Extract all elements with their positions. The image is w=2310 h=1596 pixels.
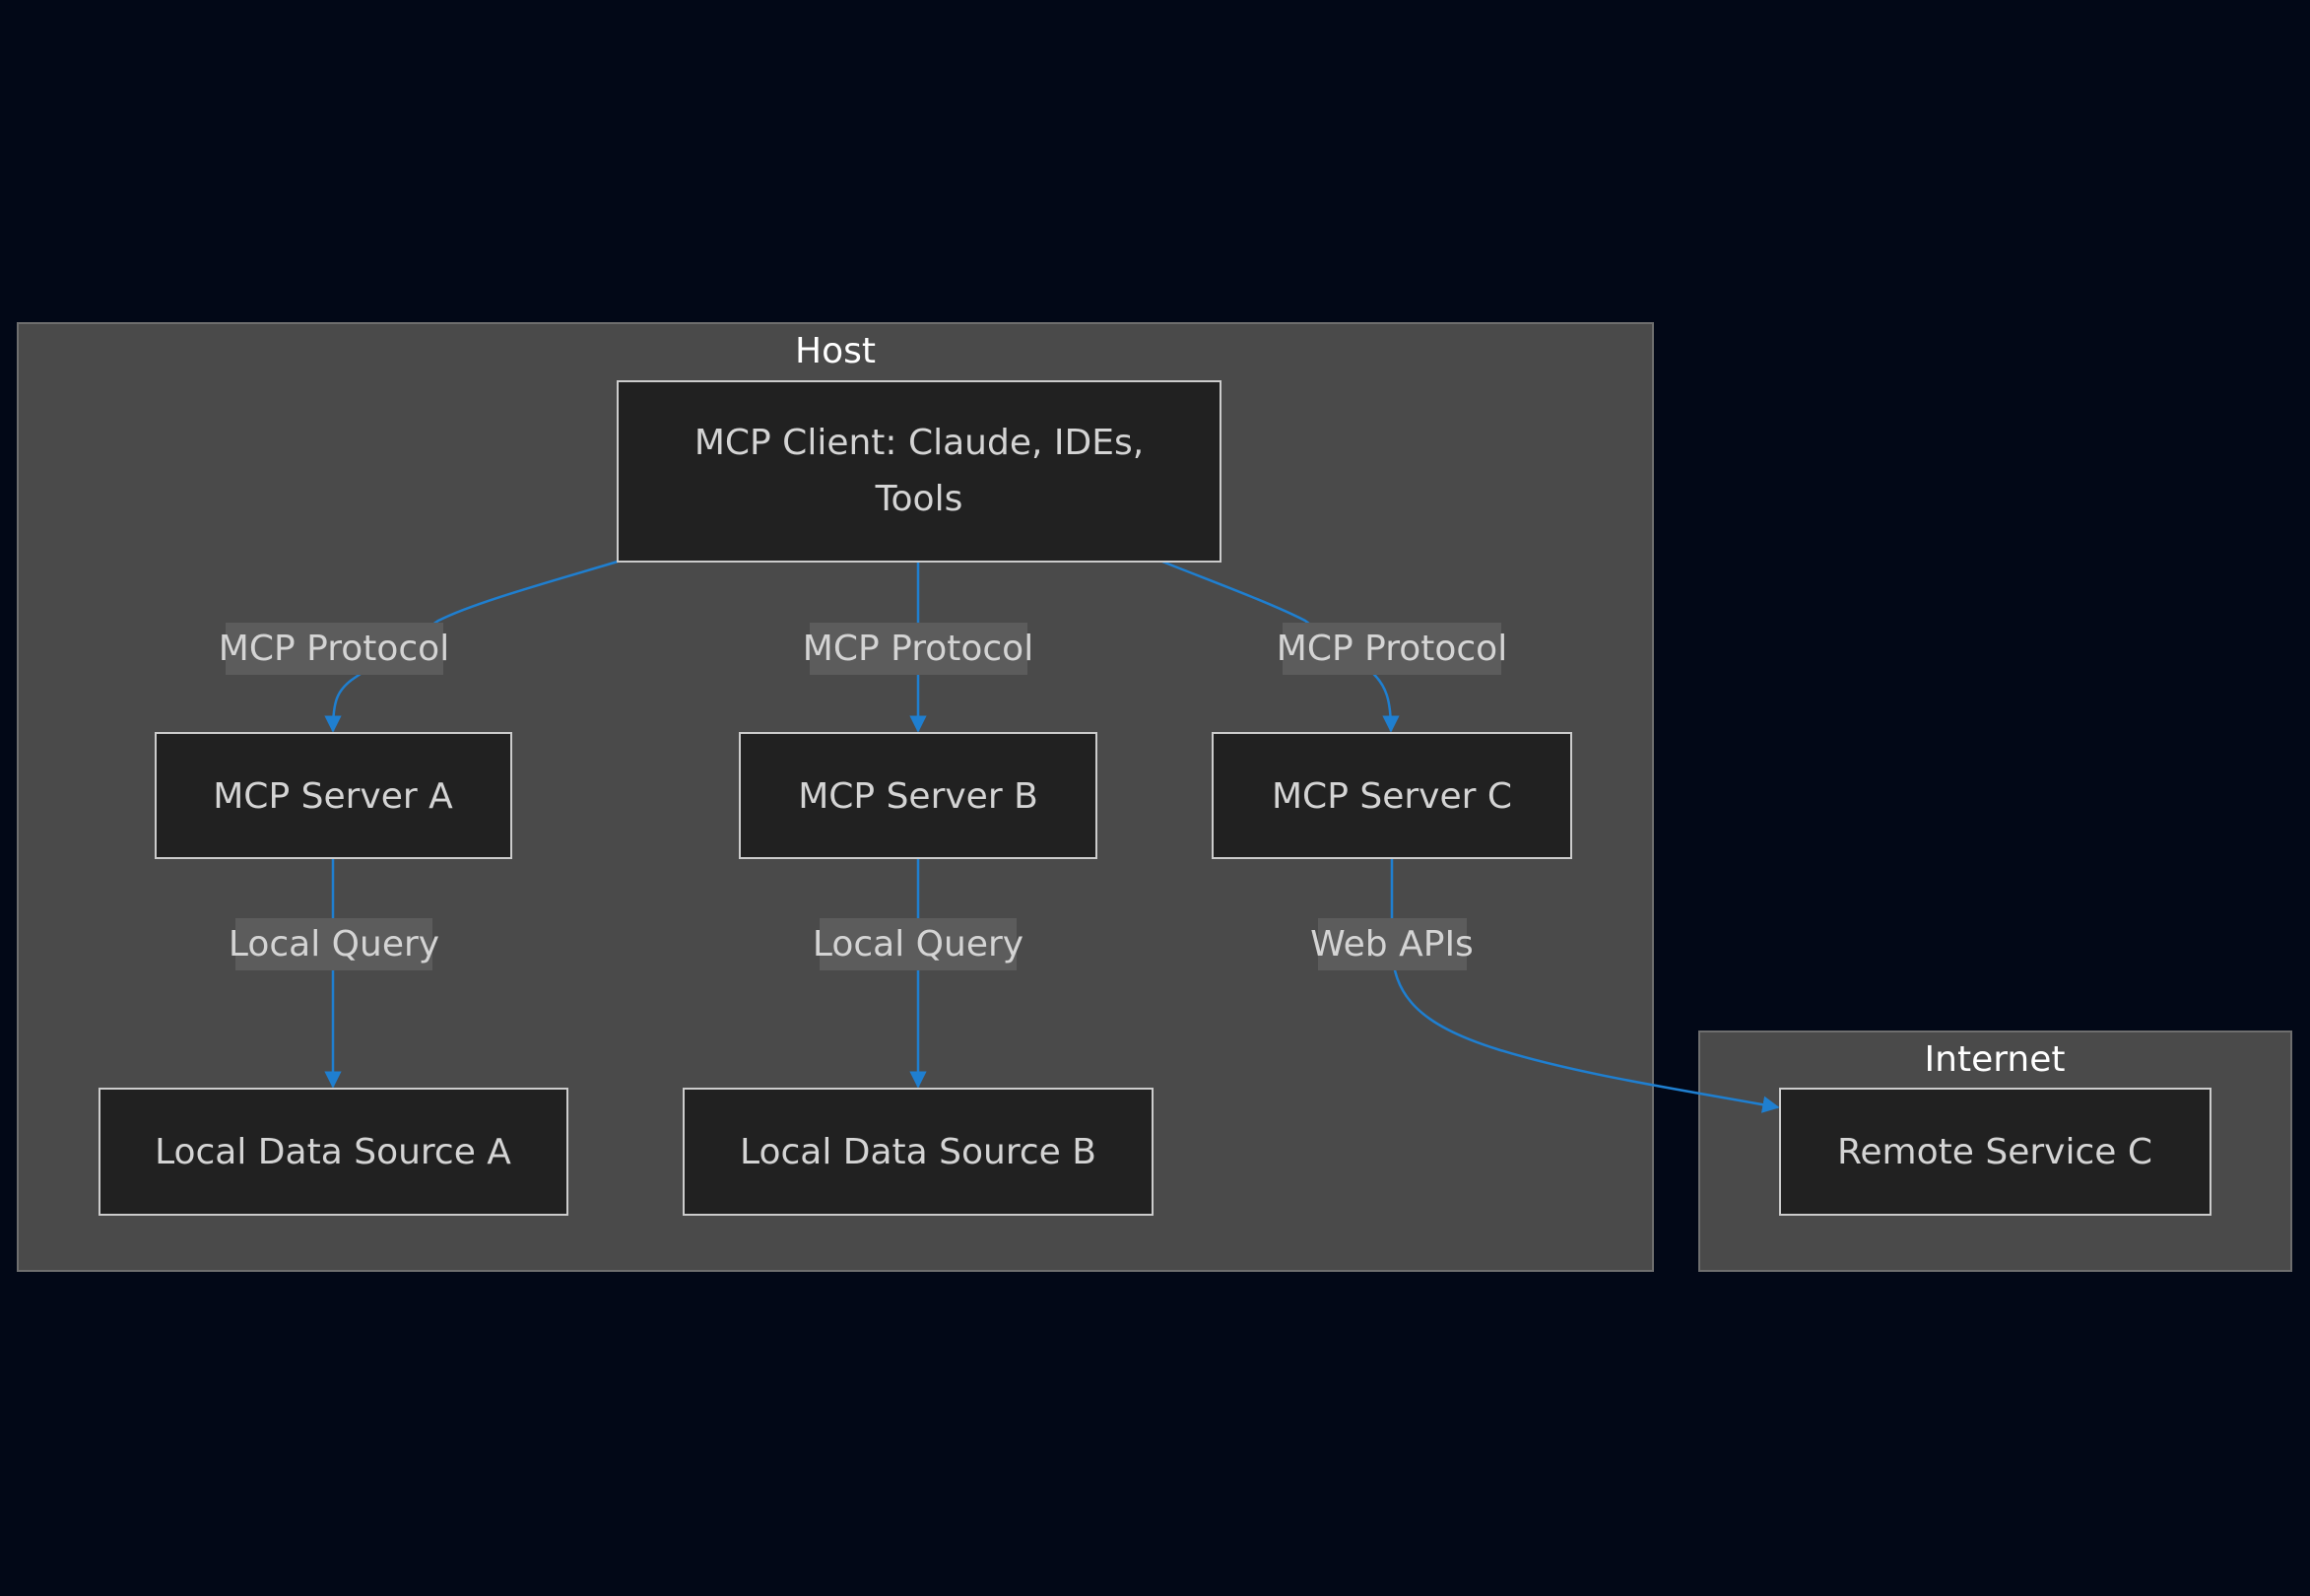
node-mcp-server-a-label: MCP Server A	[213, 776, 453, 817]
svg-text:MCP Protocol: MCP Protocol	[1277, 629, 1507, 669]
node-local-data-source-a-label: Local Data Source A	[155, 1132, 511, 1172]
edge-label-b-to-source: Local Query	[813, 918, 1023, 970]
node-remote-service-c-label: Remote Service C	[1837, 1132, 2152, 1172]
node-mcp-server-b[interactable]: MCP Server B	[739, 732, 1097, 859]
edge-label-a-to-source: Local Query	[229, 918, 439, 970]
node-mcp-server-c-label: MCP Server C	[1272, 776, 1512, 817]
node-mcp-server-b-label: MCP Server B	[798, 776, 1038, 817]
node-mcp-server-a[interactable]: MCP Server A	[155, 732, 512, 859]
edge-server-c-to-remote-c	[1390, 859, 1780, 1113]
node-local-data-source-a[interactable]: Local Data Source A	[99, 1088, 568, 1216]
svg-text:Local Query: Local Query	[229, 924, 439, 964]
svg-text:Web APIs: Web APIs	[1310, 924, 1474, 964]
node-mcp-server-c[interactable]: MCP Server C	[1212, 732, 1572, 859]
edge-label-c-to-remote: Web APIs	[1310, 918, 1474, 970]
edge-client-to-server-c	[1161, 560, 1400, 733]
node-local-data-source-b[interactable]: Local Data Source B	[683, 1088, 1154, 1216]
node-local-data-source-b-label: Local Data Source B	[740, 1132, 1096, 1172]
node-mcp-client-label-line2: Tools	[875, 479, 963, 519]
host-group-title: Host	[795, 331, 876, 371]
edge-client-to-server-a	[324, 560, 619, 733]
internet-group-title: Internet	[1925, 1039, 2066, 1080]
node-remote-service-c[interactable]: Remote Service C	[1779, 1088, 2211, 1216]
edge-label-client-to-c: MCP Protocol	[1277, 623, 1507, 675]
edge-label-client-to-a: MCP Protocol	[219, 623, 449, 675]
svg-text:MCP Protocol: MCP Protocol	[219, 629, 449, 669]
node-mcp-client-label-line1: MCP Client: Claude, IDEs,	[694, 423, 1144, 463]
node-mcp-client[interactable]: MCP Client: Claude, IDEs, Tools	[617, 380, 1221, 563]
edge-label-client-to-b: MCP Protocol	[803, 623, 1033, 675]
svg-text:Local Query: Local Query	[813, 924, 1023, 964]
svg-text:MCP Protocol: MCP Protocol	[803, 629, 1033, 669]
